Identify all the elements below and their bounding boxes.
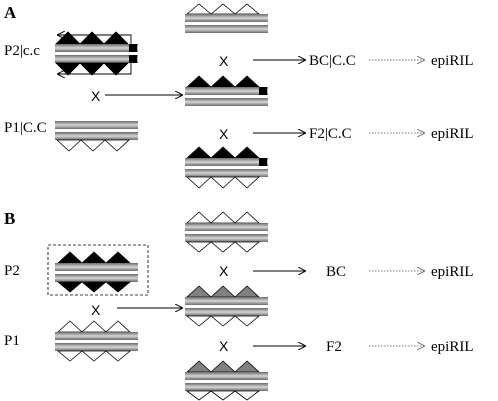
p1b-bottom-triangles [56,350,132,362]
f1b-self-top-triangles [185,360,261,373]
cross-symbol-backcross-b: X [219,263,229,279]
panel-a: A P2|c.c P1|C.C X X [4,3,474,189]
p1-strand-top [55,121,138,129]
f1-self-strand-bottom [185,169,268,177]
cross-symbol-backcross: X [219,53,229,69]
f1-self-marker [259,158,267,166]
p2-selection-box [47,244,149,296]
f1-self-strand-top [185,158,268,166]
f1-self-top-triangles [185,146,261,159]
epiril-label-upper: epiRIL [431,53,474,69]
f1-self-chromosome [185,146,268,189]
epiril-label-lower: epiRIL [431,126,474,142]
f1-chromosome [185,75,268,106]
f1b-self-strand-top [185,372,268,380]
recurrent-strand-top [185,14,268,22]
p2-marker-top [129,44,137,52]
cross-symbol-selfing: X [219,126,229,142]
f1-strand-bottom [185,98,268,106]
panel-b-label: B [4,209,15,228]
p2-top-triangles [55,31,129,45]
f1-chromosome-b [185,285,268,327]
f1b-self-bottom-triangles [185,390,261,401]
f1-marker [259,87,267,95]
recurrent-b-strand-bottom [185,234,268,242]
generation-f2-label: F2|C.C [309,126,352,142]
recurrent-top-triangles [185,3,261,15]
f1-self-bottom-triangles [185,176,261,189]
panel-a-label: A [4,3,17,22]
cross-symbol-parents-b: X [91,302,101,318]
recurrent-strand-bottom [185,25,268,33]
panel-b: B P2 P1 X X [4,209,474,401]
cross-symbol-selfing-b: X [219,338,229,354]
recurrent-b-top-triangles [185,211,261,224]
generation-bc-label-b: BC [326,264,346,280]
p2b-bottom-triangles [56,281,132,293]
f1b-self-strand-bottom [185,383,268,391]
parent-p1-label-b: P1 [4,333,20,349]
p1b-strand-top [55,332,138,340]
parent-p1-label: P1|C.C [4,120,47,136]
p1b-top-triangles [56,320,132,333]
f1b-top-triangles [185,285,261,298]
epiril-label-lower-b: epiRIL [431,339,474,355]
f1b-strand-top [185,297,268,305]
p1b-strand-bottom [55,343,138,351]
p2-self-arrow-top [58,35,132,44]
p2-strand-bottom [55,55,138,63]
p2-chromosome-b [55,251,138,293]
f1-self-chromosome-b [185,360,268,401]
p2-marker-bottom [129,55,137,63]
parent-p2-label: P2|c.c [4,43,40,59]
cross-symbol-parents: X [91,88,101,104]
p1-bottom-triangles [55,139,131,152]
p2b-top-triangles [56,251,132,264]
p2-bottom-triangles [55,62,129,76]
f1b-bottom-triangles [185,315,261,327]
epiril-label-upper-b: epiRIL [431,264,474,280]
recurrent-parent-chromosome [185,3,268,33]
recurrent-parent-chromosome-b [185,211,268,253]
generation-f2-label-b: F2 [326,339,342,355]
p2-chromosome [55,31,138,76]
f1b-strand-bottom [185,308,268,316]
p1-chromosome-b [55,320,138,362]
p2-self-arrow-bottom [58,63,132,74]
recurrent-b-strand-top [185,223,268,231]
p2b-strand-bottom [55,274,138,282]
recurrent-b-bottom-triangles [185,241,261,253]
parent-p2-label-b: P2 [4,263,20,279]
p2-strand-top [55,44,138,52]
generation-bc-label: BC|C.C [309,53,356,69]
p2b-strand-top [55,263,138,271]
f1-strand-top [185,87,268,95]
p1-strand-bottom [55,132,138,140]
p1-chromosome [55,121,138,152]
f1-top-triangles [185,75,261,88]
